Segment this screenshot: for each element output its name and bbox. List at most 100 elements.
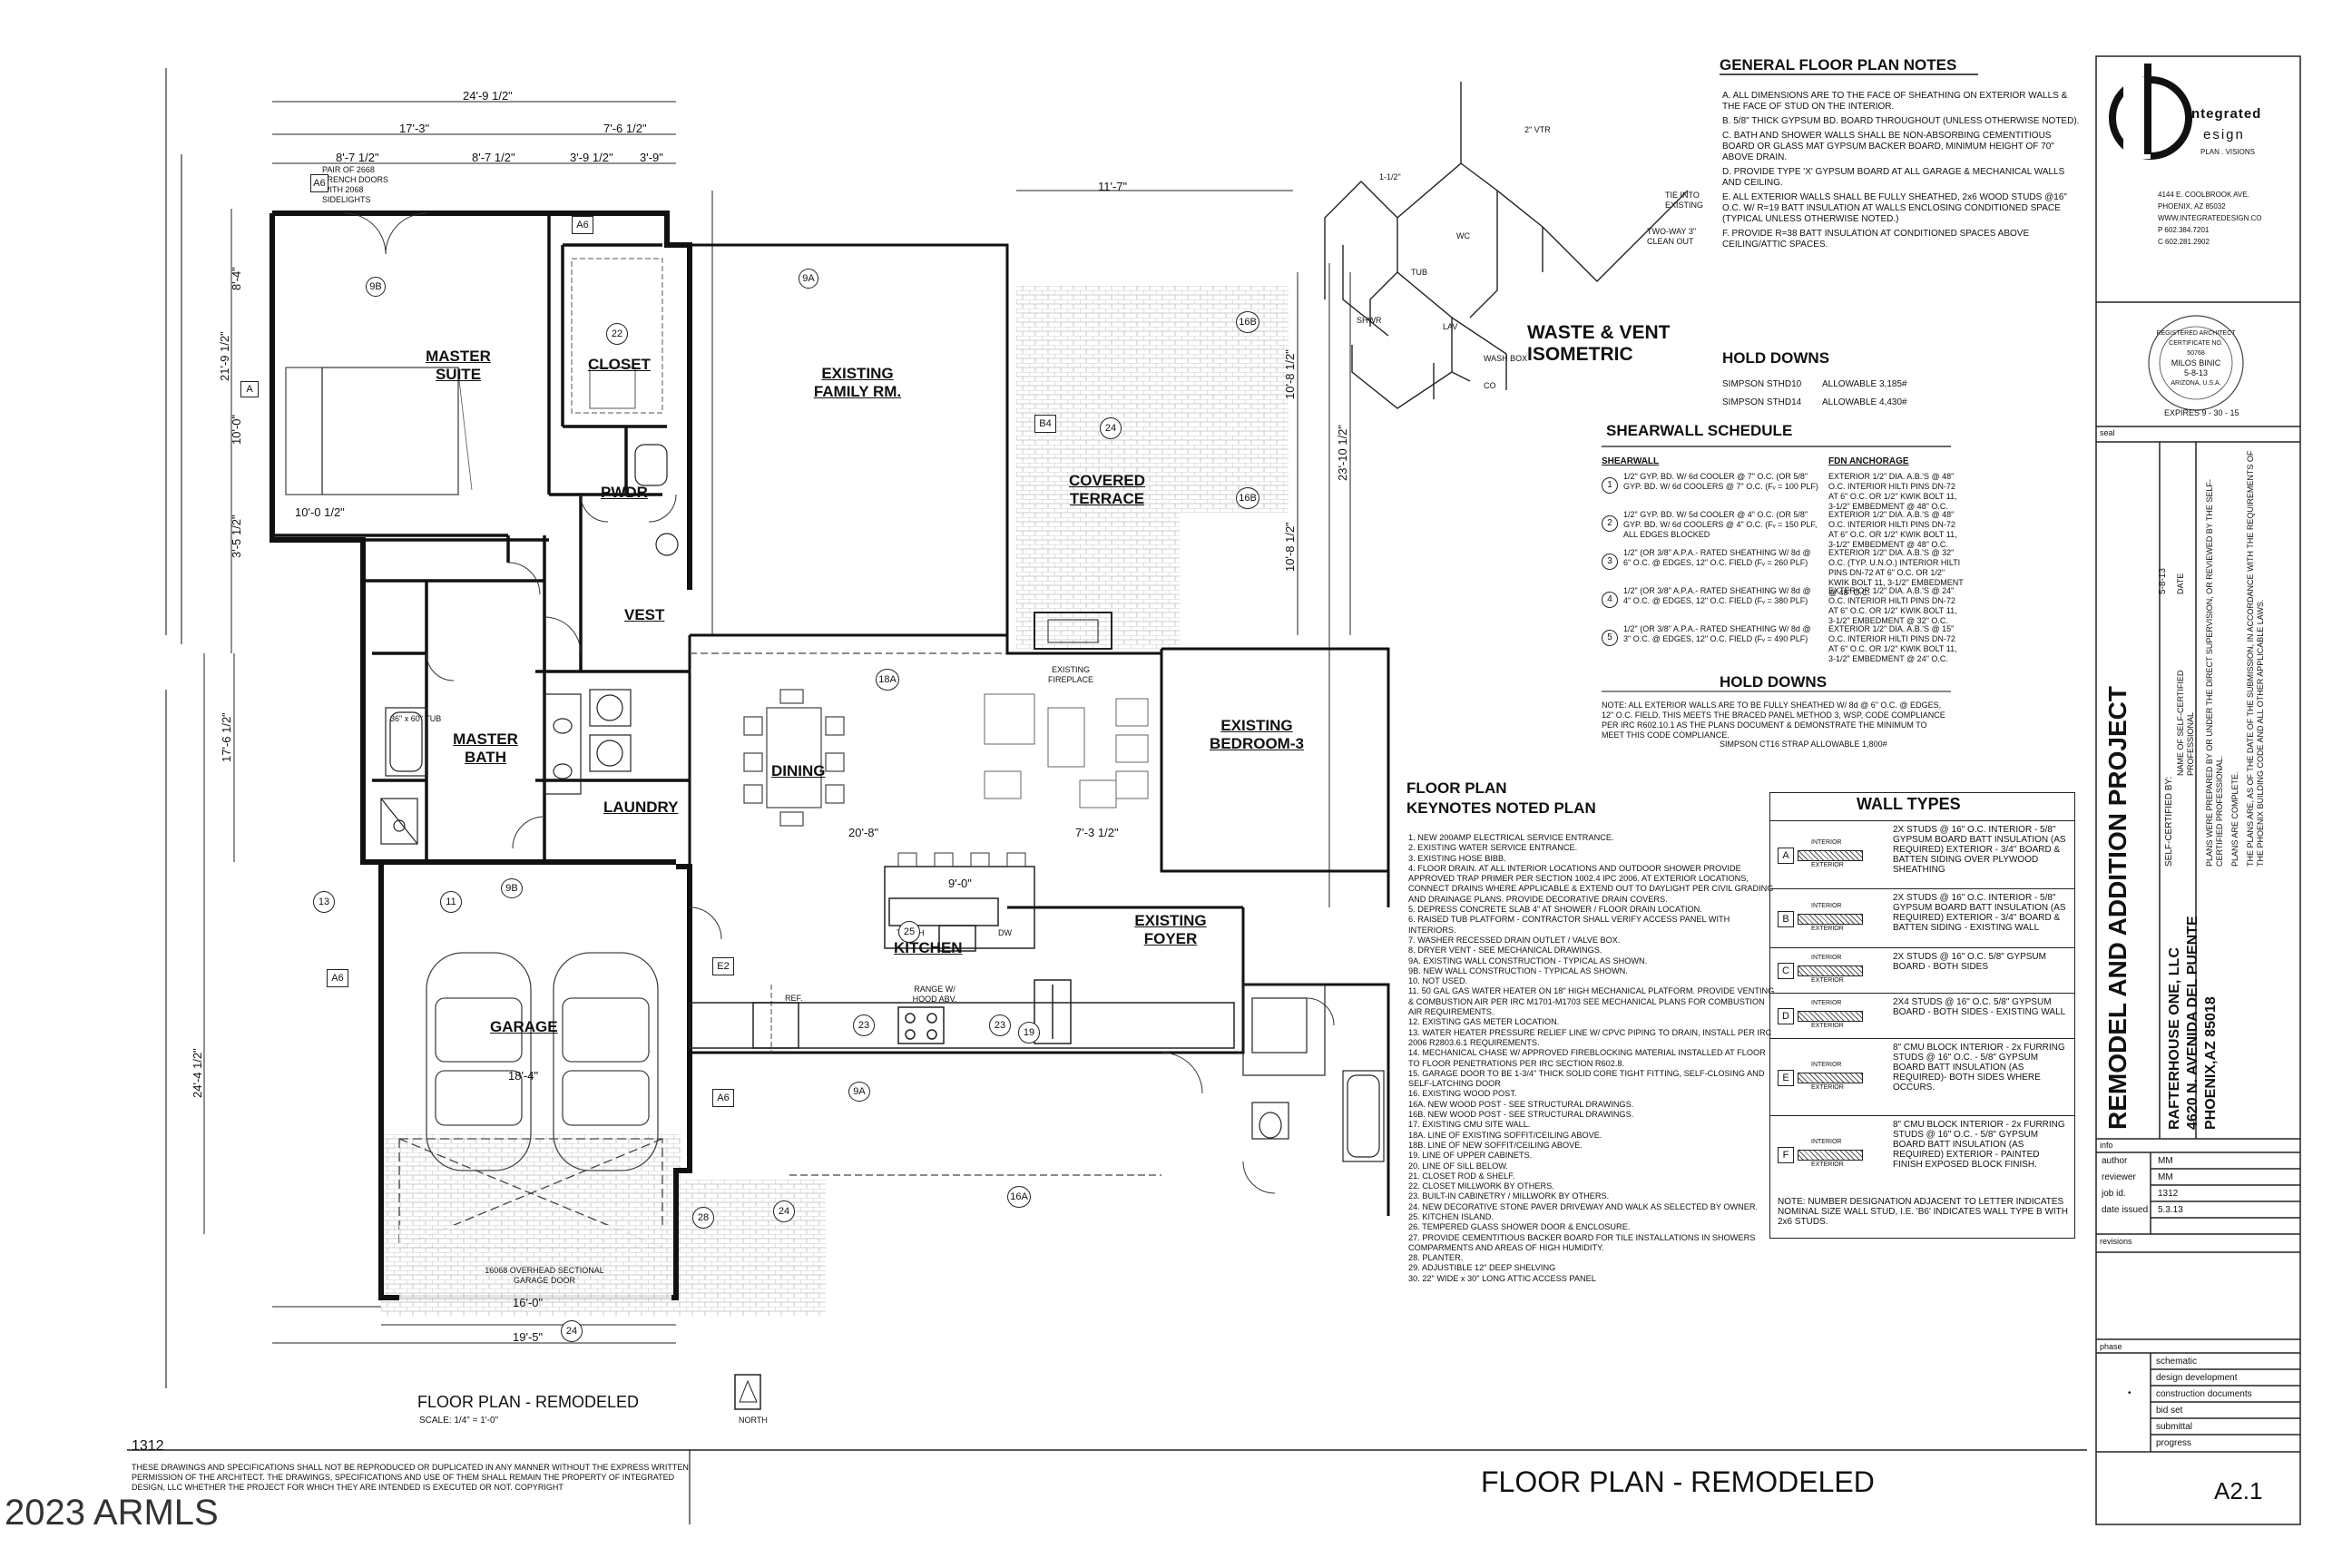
watermark: 2023 ARMLS bbox=[5, 1493, 219, 1533]
general-notes-list: A. ALL DIMENSIONS ARE TO THE FACE OF SHE… bbox=[1722, 91, 2081, 250]
wall-type-exterior-label: EXTERIOR bbox=[1811, 977, 1844, 984]
plans-complete: PLANS ARE COMPLETE. bbox=[2230, 771, 2239, 867]
room-foyer: EXISTING FOYER bbox=[1134, 912, 1207, 947]
keynote-marker: 19 bbox=[1018, 1022, 1040, 1044]
keynote-item: 19. LINE OF UPPER CABINETS. bbox=[1408, 1151, 1533, 1161]
iso-label: TIE INTO EXISTING bbox=[1665, 191, 1704, 210]
shearwall-spec: 1/2" GYP. BD. W/ 5d COOLER @ 4" O.C. (OR… bbox=[1623, 510, 1818, 539]
general-note: C. BATH AND SHOWER WALLS SHALL BE NON-AB… bbox=[1722, 131, 2054, 162]
hold-down-row: SIMPSON STHD14 bbox=[1722, 397, 1802, 407]
keynotes-title: FLOOR PLAN KEYNOTES NOTED PLAN bbox=[1406, 779, 1596, 817]
note-dw: DW bbox=[998, 928, 1012, 937]
shearwall-title: SHEARWALL SCHEDULE bbox=[1606, 422, 1793, 439]
address-line: PHOENIX, AZ 85032 bbox=[2158, 202, 2226, 211]
dim-garage-w: 18'-4" bbox=[508, 1069, 539, 1083]
keynote-marker: 11 bbox=[440, 891, 462, 913]
wall-type-text: 2X STUDS @ 16" O.C. INTERIOR - 5/8" GYPS… bbox=[1893, 893, 2066, 933]
shearwall-anchorage: EXTERIOR 1/2" DIA. A.B.'S @ 48" O.C. INT… bbox=[1828, 510, 1957, 549]
logo-tag: PLAN . VISIONS bbox=[2200, 148, 2256, 156]
plan-caption: FLOOR PLAN - REMODELED bbox=[417, 1393, 640, 1411]
dim-kitchen-w: 9'-0" bbox=[948, 877, 972, 890]
wall-type-swatch bbox=[1798, 965, 1863, 976]
wall-type-tag: F bbox=[1778, 1146, 1794, 1163]
room-garage: GARAGE bbox=[490, 1018, 558, 1035]
wall-type-interior-label: INTERIOR bbox=[1811, 902, 1842, 909]
info-reviewer: MM bbox=[2158, 1172, 2173, 1182]
general-note: B. 5/8" THICK GYPSUM BD. BOARD THROUGHOU… bbox=[1722, 116, 2080, 126]
dim-left-overall: 21'-9 1/2" bbox=[218, 331, 231, 381]
note-fireplace: EXISTING FIREPLACE bbox=[1047, 665, 1093, 684]
keynote-item: 17. EXISTING CMU SITE WALL. bbox=[1408, 1120, 1531, 1130]
firm-address: 4144 E. COOLBROOK AVE. PHOENIX, AZ 85032… bbox=[2158, 189, 2262, 248]
cert-date-label: DATE bbox=[2176, 573, 2185, 594]
wall-type-swatch bbox=[1798, 1011, 1863, 1022]
dim-right-total: 23'-10 1/2" bbox=[1336, 424, 1349, 481]
keynote-item: 28. PLANTER. bbox=[1408, 1253, 1464, 1263]
phase-item: schematic bbox=[2156, 1357, 2198, 1367]
wall-type-tag: E bbox=[1778, 1069, 1794, 1086]
job-number: 1312 bbox=[132, 1438, 164, 1454]
wall-type-exterior-label: EXTERIOR bbox=[1811, 925, 1844, 932]
keynote-marker: 23 bbox=[989, 1014, 1011, 1036]
titleblock-frame bbox=[2095, 55, 2301, 1525]
note-french-doors: PAIR OF 2668 FRENCH DOORS WITH 2068 SIDE… bbox=[322, 165, 389, 204]
keynote-marker: 16A bbox=[1007, 1186, 1031, 1208]
shearwall-number: 3 bbox=[1602, 554, 1618, 570]
keynote-item: 6. RAISED TUB PLATFORM - CONTRACTOR SHAL… bbox=[1408, 915, 1730, 935]
wall-type-tag: C bbox=[1778, 963, 1794, 979]
shearwall-number: 4 bbox=[1602, 592, 1618, 608]
keynote-item: 29. ADJUSTIBLE 12" DEEP SHELVING bbox=[1408, 1263, 1556, 1273]
keynote-item: 9A. EXISTING WALL CONSTRUCTION - TYPICAL… bbox=[1408, 956, 1648, 965]
iso-label: TWO-WAY 3" CLEAN OUT bbox=[1647, 227, 1697, 246]
hold-down-row: SIMPSON STHD10 bbox=[1722, 379, 1802, 389]
wall-type-text: 8" CMU BLOCK INTERIOR - 2x FURRING STUDS… bbox=[1893, 1043, 2065, 1093]
shearwall-spec: 1/2" (OR 3/8" A.P.A.- RATED SHEATHING W/… bbox=[1623, 586, 1811, 605]
phase-mark: • bbox=[2128, 1388, 2132, 1398]
seal-line: 5-8-13 bbox=[2183, 368, 2208, 377]
wall-types-note: NOTE: NUMBER DESIGNATION ADJACENT TO LET… bbox=[1778, 1197, 2068, 1227]
wall-type-interior-label: INTERIOR bbox=[1811, 838, 1842, 846]
info-job-label: job id. bbox=[2102, 1189, 2126, 1199]
room-bedroom3: EXISTING BEDROOM-3 bbox=[1210, 717, 1304, 752]
info-reviewer-label: reviewer bbox=[2102, 1172, 2136, 1182]
shearwall-col-b: FDN ANCHORAGE bbox=[1828, 456, 1909, 466]
project-city: PHOENIX,AZ 85018 bbox=[2203, 996, 2219, 1130]
dim-right-a: 10'-8 1/2" bbox=[1283, 349, 1297, 399]
general-notes-title: GENERAL FLOOR PLAN NOTES bbox=[1720, 56, 1957, 74]
iso-title: WASTE & VENT ISOMETRIC bbox=[1527, 322, 1671, 365]
room-pwdr: PWDR bbox=[601, 484, 648, 501]
seal-line: CERTIFICATE NO. bbox=[2169, 340, 2223, 347]
wall-type-swatch bbox=[1798, 849, 1863, 861]
keynote-marker: 24 bbox=[1100, 417, 1122, 439]
keynote-item: 11. 50 GAL GAS WATER HEATER ON 18" HIGH … bbox=[1408, 986, 1775, 1017]
keynote-item: 25. KITCHEN ISLAND. bbox=[1408, 1211, 1494, 1221]
general-note: A. ALL DIMENSIONS ARE TO THE FACE OF SHE… bbox=[1722, 91, 2068, 112]
dim-ms-w: 10'-0 1/2" bbox=[295, 505, 345, 519]
phase-label: phase bbox=[2100, 1342, 2122, 1351]
keynote-marker: 18A bbox=[876, 669, 899, 691]
keynote-item: 7. WASHER RECESSED DRAIN OUTLET / VALVE … bbox=[1408, 935, 1621, 945]
keynote-item: 15. GARAGE DOOR TO BE 1-3/4" THICK SOLID… bbox=[1408, 1068, 1765, 1089]
phase-item: submittal bbox=[2156, 1422, 2193, 1432]
north-label: NORTH bbox=[739, 1416, 768, 1425]
hold-downs-2-row: SIMPSON CT16 STRAP ALLOWABLE 1,800# bbox=[1720, 740, 1887, 749]
dim-bed-w: 7'-3 1/2" bbox=[1075, 826, 1119, 839]
seal-label: seal bbox=[2100, 428, 2115, 437]
keynote-item: 12. EXISTING GAS METER LOCATION. bbox=[1408, 1017, 1560, 1027]
shearwall-number: 1 bbox=[1602, 477, 1618, 494]
seal-line: MILOS BINIC bbox=[2171, 358, 2221, 368]
note-range: RANGE W/ HOOD ABV. bbox=[912, 985, 957, 1004]
cert-text: PLANS WERE PREPARED BY OR UNDER THE DIRE… bbox=[2205, 479, 2224, 867]
logo-word: ntegrated bbox=[2191, 106, 2262, 122]
dim-top-e: 3'-9 1/2" bbox=[570, 151, 613, 164]
dining-table bbox=[743, 689, 845, 827]
note-ref: REF. bbox=[785, 994, 803, 1003]
wall-types-title: WALL TYPES bbox=[1857, 795, 1961, 813]
